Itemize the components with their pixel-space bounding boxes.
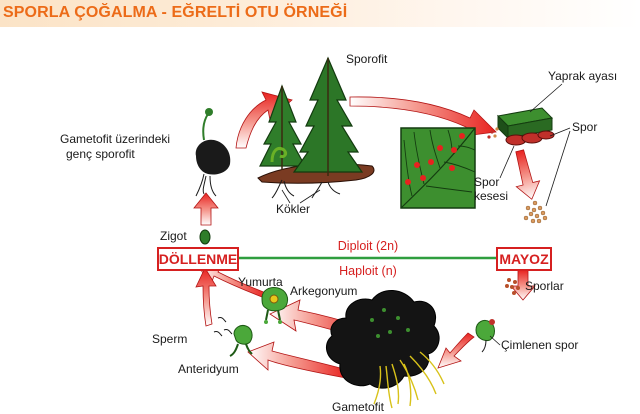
anteridyum-label: Anteridyum (178, 362, 239, 376)
gametophyte-illustration (325, 290, 445, 409)
genc-sporofit-label: genç sporofit (66, 147, 135, 161)
dollenme-label: DÖLLENME (159, 251, 238, 267)
cimlenen-spor-pointer (489, 335, 501, 346)
gametofit-label: Gametofit (332, 400, 385, 414)
sperm-label: Sperm (152, 332, 187, 346)
sporofit-label: Sporofit (346, 52, 388, 66)
arkegonyum-illustration (261, 287, 289, 324)
sporlar-label: Sporlar (525, 279, 564, 293)
spores-cluster (523, 200, 548, 224)
spor-kesesi-pointer (499, 145, 515, 179)
arkegonyum-label: Arkegonyum (290, 284, 357, 298)
spor-kesesi-label-2: kesesi (474, 189, 508, 203)
yaprak-ayasi-pointer (529, 83, 563, 113)
arrow-sperm-to-dollenme (195, 267, 217, 327)
yaprak-ayasi-label: Yaprak ayası (548, 69, 617, 83)
title-bar: SPORLA ÇOĞALMA - EĞRELTİ OTU ÖRNEĞİ (0, 0, 640, 27)
young-sporophyte-illustration (195, 108, 231, 197)
arrow-zigot-up (193, 192, 219, 226)
zigot-label: Zigot (160, 229, 187, 243)
germinating-spore-illustration (475, 319, 495, 353)
diploit-label: Diploit (2n) (338, 239, 398, 253)
kokler-label: Kökler (276, 202, 310, 216)
fern-sporophyte-illustration (257, 56, 375, 199)
gametofit-uzerindeki-label: Gametofit üzerindeki (60, 132, 170, 146)
arrow-cimlenen-to-gametofit (437, 332, 475, 369)
sporlar-cluster (505, 278, 520, 295)
kokler-pointer-1 (281, 189, 291, 204)
mayoz-box (496, 247, 552, 271)
arrow-mayoz-to-sporlar (510, 269, 536, 301)
kokler-pointer-2 (299, 189, 321, 204)
page-title: SPORLA ÇOĞALMA - EĞRELTİ OTU ÖRNEĞİ (3, 4, 348, 21)
arrow-gametofit-to-anteridyum (247, 341, 349, 379)
arrow-fern-to-leaf (349, 96, 497, 137)
haploit-label: Haploit (n) (339, 264, 397, 278)
yumurta-label: Yumurta (238, 275, 283, 289)
zigot-illustration (199, 229, 211, 245)
sporangia-illustration (487, 107, 555, 146)
spor-label: Spor (572, 120, 597, 134)
cimlenen-spor-label: Çimlenen spor (501, 338, 578, 352)
arrow-spor-down (515, 149, 541, 200)
mayoz-label: MAYOZ (499, 251, 549, 267)
anteridyum-illustration (213, 317, 253, 357)
leaf-closeup-illustration (400, 127, 476, 209)
spor-kesesi-label-1: Spor (474, 175, 499, 189)
spor-pointer-1 (549, 127, 571, 137)
spor-pointer-2 (545, 130, 571, 207)
dollenme-box (157, 247, 239, 271)
